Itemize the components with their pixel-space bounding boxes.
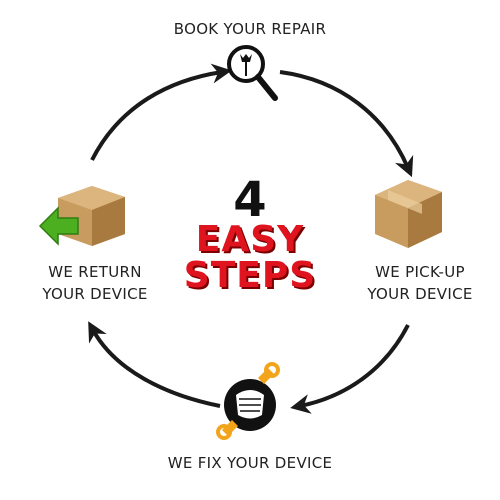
center-word-easy: EASY bbox=[195, 219, 305, 260]
step-right-line2: YOUR DEVICE bbox=[367, 285, 473, 303]
arc-left-to-top bbox=[90, 63, 232, 161]
arc-top-to-right bbox=[279, 70, 414, 178]
step-right-line1: WE PICK-UP bbox=[375, 263, 465, 281]
arc-bottom-to-left bbox=[88, 321, 221, 408]
arc-right-to-bottom bbox=[290, 324, 410, 414]
fist-wrench-icon bbox=[216, 362, 280, 440]
step-fix-label: WE FIX YOUR DEVICE bbox=[0, 452, 500, 474]
step-return-label: WE RETURN YOUR DEVICE bbox=[15, 261, 175, 305]
box-return-arrow-icon bbox=[38, 186, 125, 246]
cardboard-box-icon bbox=[375, 180, 442, 248]
step-left-line1: WE RETURN bbox=[48, 263, 142, 281]
center-title: 4 EASY STEPS bbox=[180, 172, 320, 296]
step-bottom-text: WE FIX YOUR DEVICE bbox=[167, 454, 333, 472]
center-word-steps: STEPS bbox=[183, 255, 317, 296]
center-number: 4 bbox=[233, 172, 267, 228]
wrench-search-icon bbox=[227, 45, 278, 101]
step-pickup-label: WE PICK-UP YOUR DEVICE bbox=[340, 261, 500, 305]
step-left-line2: YOUR DEVICE bbox=[42, 285, 148, 303]
step-top-text: BOOK YOUR REPAIR bbox=[173, 20, 327, 38]
step-book-repair-label: BOOK YOUR REPAIR bbox=[0, 18, 500, 40]
